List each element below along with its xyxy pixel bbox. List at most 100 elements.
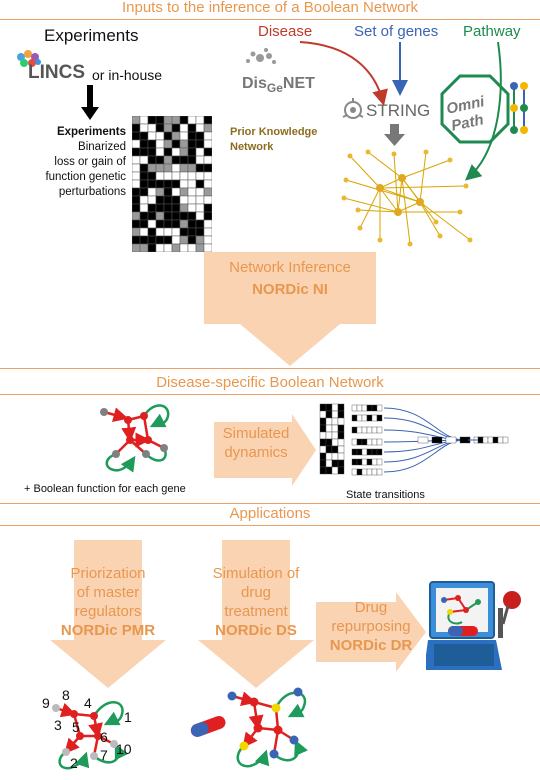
state-cell bbox=[502, 436, 509, 444]
state-cell bbox=[376, 426, 383, 434]
node-number: 4 bbox=[84, 695, 92, 711]
state-cell bbox=[361, 426, 368, 434]
nordic-dr-label: NORDic DR bbox=[329, 637, 413, 654]
state-cell bbox=[376, 468, 383, 476]
boolean-function-label: + Boolean function for each gene bbox=[24, 483, 186, 495]
pmr-line: Priorization bbox=[70, 565, 146, 582]
pk-node bbox=[398, 174, 406, 182]
node-number: 2 bbox=[70, 755, 78, 771]
network-section-title: Disease-specific Boolean Network bbox=[156, 374, 384, 391]
input-arrows bbox=[299, 41, 502, 181]
state-transitions-graph bbox=[319, 403, 509, 476]
pk-edge bbox=[349, 155, 381, 189]
state-cell bbox=[337, 417, 345, 426]
state-cell bbox=[361, 458, 368, 466]
state-cell bbox=[366, 438, 373, 446]
lincs-logo-icon bbox=[14, 48, 44, 70]
pk-edge bbox=[343, 197, 399, 213]
dr-line: Drug bbox=[354, 599, 388, 616]
binarized-matrix bbox=[132, 116, 212, 252]
genes-label: Set of genes bbox=[354, 23, 439, 40]
state-cell bbox=[319, 417, 327, 426]
pk-edge bbox=[379, 187, 399, 213]
simulated-dynamics-arrow bbox=[214, 414, 316, 486]
pk-edge bbox=[345, 179, 421, 203]
pk-edge bbox=[419, 151, 427, 203]
state-edge bbox=[383, 439, 465, 463]
experiments-label: Experiments bbox=[44, 26, 139, 45]
svg-text:Path: Path bbox=[450, 111, 485, 134]
state-cell bbox=[371, 426, 378, 434]
node-number: 10 bbox=[116, 741, 132, 757]
state-cell bbox=[371, 438, 378, 446]
pk-node bbox=[423, 149, 429, 155]
simulated-line: dynamics bbox=[224, 444, 288, 461]
state-cell bbox=[487, 436, 494, 444]
pk-edge bbox=[397, 201, 421, 213]
pk-node bbox=[433, 219, 439, 225]
pk-node bbox=[447, 157, 453, 163]
state-cell bbox=[319, 438, 327, 447]
network-inference-label: Network Inference bbox=[229, 259, 351, 276]
state-cell bbox=[371, 468, 378, 476]
state-cell bbox=[361, 468, 368, 476]
applications-section-title: Applications bbox=[229, 505, 311, 522]
prior-knowledge-label: Prior Knowledge Network bbox=[230, 125, 317, 155]
matrix-desc-line: loss or gain of bbox=[54, 156, 126, 168]
nordic-ni-label: NORDic NI bbox=[252, 281, 328, 298]
state-cell bbox=[337, 424, 345, 433]
pk-node bbox=[457, 209, 463, 215]
pk-node bbox=[357, 225, 363, 231]
state-cell bbox=[477, 436, 484, 444]
pk-edge bbox=[419, 201, 471, 241]
pk-node bbox=[391, 151, 397, 157]
state-cell bbox=[351, 426, 358, 434]
state-cell bbox=[337, 459, 345, 468]
computer-icon bbox=[426, 581, 521, 670]
nordic-pmr-label: NORDic PMR bbox=[60, 622, 156, 639]
state-cell bbox=[331, 466, 339, 475]
inhouse-label: or in-house bbox=[92, 67, 163, 83]
drug-treatment-graph bbox=[190, 687, 308, 768]
pk-edge bbox=[393, 153, 399, 213]
pk-node bbox=[394, 208, 402, 216]
node-number: 7 bbox=[100, 747, 108, 763]
pk-edge bbox=[379, 185, 467, 189]
state-cell bbox=[319, 466, 327, 475]
pk-node bbox=[343, 177, 349, 183]
state-cell bbox=[319, 431, 327, 440]
state-cell bbox=[361, 404, 368, 412]
state-cell bbox=[325, 452, 333, 461]
state-edge bbox=[383, 407, 465, 441]
state-cell bbox=[376, 438, 383, 446]
state-cell bbox=[319, 459, 327, 468]
state-cell bbox=[351, 404, 358, 412]
state-cell bbox=[376, 414, 383, 422]
state-cell bbox=[351, 458, 358, 466]
simulated-dynamics-label: Simulated dynamics bbox=[208, 424, 304, 462]
state-cell bbox=[366, 448, 373, 456]
pk-node bbox=[347, 153, 353, 159]
state-cell bbox=[325, 459, 333, 468]
pk-edge bbox=[359, 187, 381, 229]
dr-line: repurposing bbox=[331, 618, 411, 635]
master-regulators-graph: 9 8 4 3 5 1 6 2 7 10 bbox=[42, 688, 132, 771]
pk-node bbox=[365, 149, 371, 155]
state-cell bbox=[351, 414, 358, 422]
state-edge bbox=[383, 439, 465, 473]
node-number: 5 bbox=[72, 719, 80, 735]
matrix-desc-line: perturbations bbox=[58, 186, 126, 198]
state-cell bbox=[331, 403, 339, 412]
pmr-label: Priorization of master regulators NORDic… bbox=[48, 564, 168, 640]
state-cell bbox=[366, 414, 373, 422]
pmr-arrow bbox=[50, 540, 166, 688]
state-cell bbox=[337, 452, 345, 461]
state-cell bbox=[331, 431, 339, 440]
state-cell bbox=[371, 404, 378, 412]
state-cell bbox=[356, 426, 363, 434]
state-cell bbox=[361, 438, 368, 446]
state-cell bbox=[325, 438, 333, 447]
prior-knowledge-line: Prior Knowledge bbox=[230, 126, 318, 138]
state-cell bbox=[371, 414, 378, 422]
section-divider bbox=[0, 394, 540, 395]
